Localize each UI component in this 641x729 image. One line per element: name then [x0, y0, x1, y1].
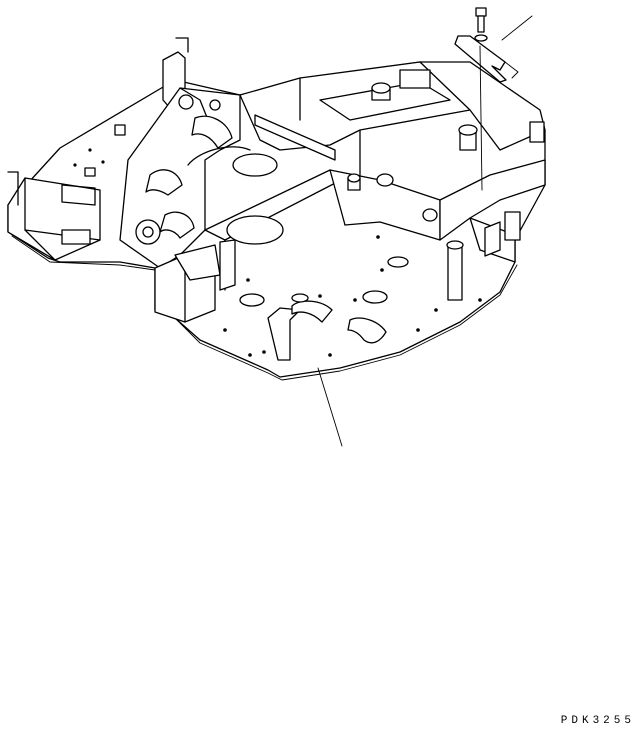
center-bracket-plate	[120, 88, 250, 268]
posts	[348, 83, 477, 300]
right-frame	[400, 62, 545, 262]
leader-line-clip	[502, 16, 532, 40]
leader-line-frame	[318, 368, 342, 446]
floor-cutouts	[73, 125, 482, 357]
floor-frame-assembly	[8, 38, 545, 380]
front-pedal-boxes	[155, 240, 300, 360]
leader-line-install	[480, 46, 482, 190]
left-step-box	[8, 172, 100, 260]
drawing-code: PDK3255	[560, 715, 635, 727]
leader-lines	[318, 16, 532, 446]
